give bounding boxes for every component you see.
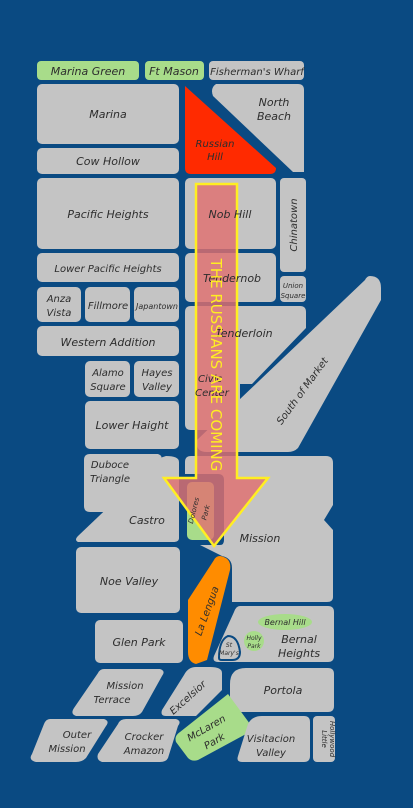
label-fillmore: Fillmore xyxy=(88,301,128,312)
label-little: Little xyxy=(320,730,328,748)
label-western-addition: Western Addition xyxy=(60,336,155,349)
label-bernal-hill: Bernal Hill xyxy=(264,618,306,627)
label-mission: Mission xyxy=(240,532,281,545)
label-crocker: Crocker xyxy=(125,732,165,743)
label-vista: Vista xyxy=(47,308,72,319)
region-bernal-hill[interactable] xyxy=(258,614,312,630)
region-union-square[interactable] xyxy=(280,276,306,302)
region-castro[interactable] xyxy=(76,456,179,542)
label-square: Square xyxy=(281,292,306,300)
label-alamo: Alamo xyxy=(91,368,124,379)
region-hayes-valley[interactable] xyxy=(134,361,179,397)
label-heights: Heights xyxy=(278,647,320,660)
label-mission-terrace-1: Mission xyxy=(106,681,143,692)
region-north-beach[interactable] xyxy=(212,84,304,172)
region-mission[interactable] xyxy=(185,456,333,602)
label-pacific-heights: Pacific Heights xyxy=(67,208,148,221)
label-holly: Holly xyxy=(246,635,262,642)
region-noe-valley[interactable] xyxy=(76,547,180,613)
arrow-overlay xyxy=(161,182,271,549)
label-chinatown: Chinatown xyxy=(289,198,300,251)
label-castro: Castro xyxy=(129,514,165,527)
label-outer: Outer xyxy=(63,730,92,741)
banner-text: THE RUSSIANS ARE COMING xyxy=(207,258,225,472)
region-fishermans-wharf[interactable] xyxy=(209,61,304,80)
label-glen-park: Glen Park xyxy=(112,636,166,649)
region-excelsior[interactable] xyxy=(161,667,223,716)
label-tendernob: Tendernob xyxy=(203,272,261,285)
label-holly-park: Park xyxy=(247,643,261,650)
label-lower-haight: Lower Haight xyxy=(96,419,170,432)
label-fishermans-wharf: Fisherman's Wharf xyxy=(210,67,305,78)
label-outer-mission: Mission xyxy=(48,744,85,755)
region-st-marys[interactable] xyxy=(217,634,242,661)
region-portola[interactable] xyxy=(230,668,334,712)
label-triangle: Triangle xyxy=(90,474,130,485)
label-center: Center xyxy=(195,388,230,399)
label-lower-pacific-heights: Lower Pacific Heights xyxy=(54,264,161,275)
label-visitacion: Visitacion xyxy=(247,734,295,745)
region-cow-hollow[interactable] xyxy=(37,148,179,174)
label-st: St xyxy=(226,642,233,649)
label-japantown: Japantown xyxy=(134,302,178,311)
label-hill: Hill xyxy=(207,152,223,163)
label-marina: Marina xyxy=(89,108,127,121)
label-civic: Civic xyxy=(198,374,222,385)
label-hayes-valley: Valley xyxy=(142,382,173,393)
region-marina[interactable] xyxy=(37,84,179,144)
region-visitacion-valley[interactable] xyxy=(237,716,311,762)
label-bernal: Bernal xyxy=(281,633,317,646)
region-alamo-square[interactable] xyxy=(85,361,130,397)
label-alamo-square: Square xyxy=(90,382,125,393)
region-fillmore[interactable] xyxy=(85,287,130,322)
label-duboce: Duboce xyxy=(91,460,129,471)
region-little-hollywood[interactable] xyxy=(313,716,335,762)
region-outer-mission[interactable] xyxy=(30,719,108,762)
region-crocker-amazon[interactable] xyxy=(97,719,180,762)
label-portola: Portola xyxy=(264,684,303,697)
label-tenderloin: Tenderloin xyxy=(215,327,272,340)
region-marina-green[interactable] xyxy=(37,61,139,80)
label-north: North xyxy=(259,96,290,109)
label-terrace: Terrace xyxy=(93,695,130,706)
region-duboce-triangle[interactable] xyxy=(84,454,162,512)
region-mclaren-park[interactable] xyxy=(175,694,251,761)
label-russian: Russian xyxy=(196,139,235,150)
region-south-of-market[interactable] xyxy=(197,276,381,452)
label-hollywood: Hollywood xyxy=(328,721,336,758)
label-hayes: Hayes xyxy=(142,368,173,379)
region-lower-haight[interactable] xyxy=(85,401,179,449)
region-japantown[interactable] xyxy=(134,287,179,322)
label-ft-mason: Ft Mason xyxy=(149,65,199,78)
region-pacific-heights[interactable] xyxy=(37,178,179,249)
region-lower-pacific-heights[interactable] xyxy=(37,253,179,282)
region-russian-hill[interactable] xyxy=(185,86,276,174)
region-chinatown[interactable] xyxy=(280,178,306,272)
region-la-lengua[interactable] xyxy=(188,556,231,664)
label-marys: Mary's xyxy=(219,650,239,657)
label-valley: Valley xyxy=(256,748,287,759)
region-holly-park[interactable] xyxy=(244,631,264,651)
region-western-addition[interactable] xyxy=(37,326,179,356)
label-union: Union xyxy=(283,282,303,290)
label-anza: Anza xyxy=(46,294,72,305)
label-dolores-park: Park xyxy=(200,503,212,521)
label-noe-valley: Noe Valley xyxy=(100,575,159,588)
region-glen-park[interactable] xyxy=(95,620,183,663)
label-marina-green: Marina Green xyxy=(51,65,126,78)
region-ft-mason[interactable] xyxy=(145,61,204,80)
label-amazon: Amazon xyxy=(123,746,164,757)
label-beach: Beach xyxy=(257,110,291,123)
label-cow-hollow: Cow Hollow xyxy=(76,155,140,168)
region-mission-terrace[interactable] xyxy=(72,669,164,716)
region-anza-vista[interactable] xyxy=(37,287,81,322)
label-nob-hill: Nob Hill xyxy=(209,208,252,221)
